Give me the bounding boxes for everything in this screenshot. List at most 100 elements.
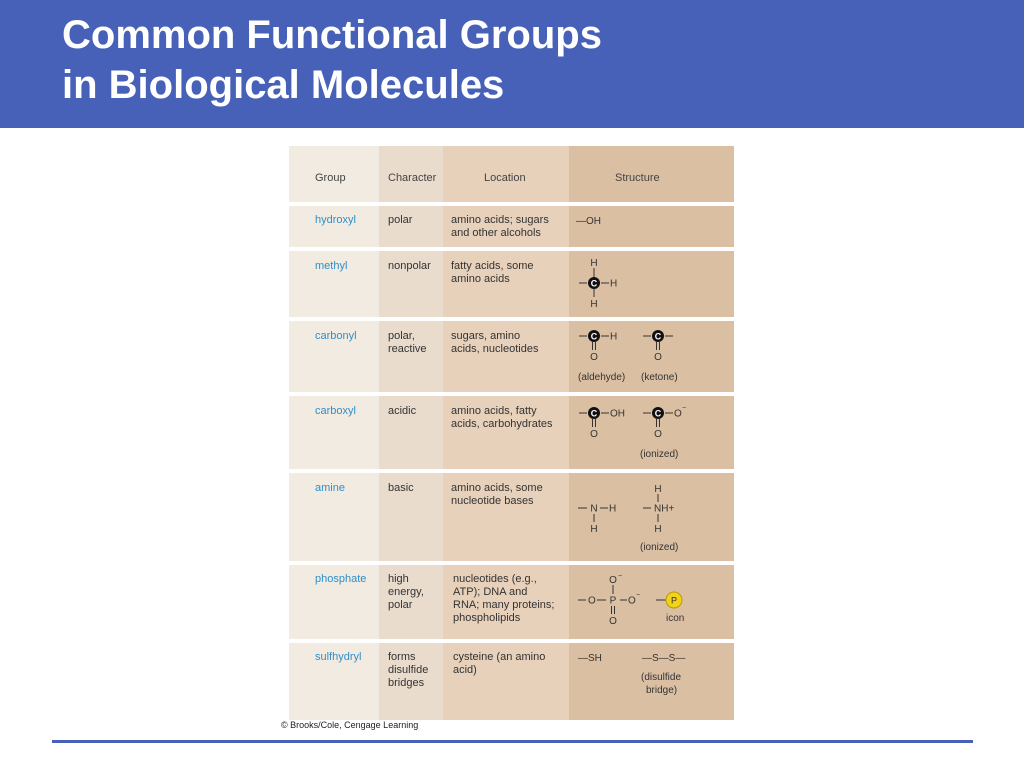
phosphate-structure: O − O P O − O (578, 573, 640, 627)
svg-text:C: C (591, 279, 598, 289)
header-group: Group (315, 172, 346, 184)
svg-text:C: C (655, 409, 662, 419)
location-methyl-line: fatty acids, some (451, 260, 534, 272)
image-credit: © Brooks/Cole, Cengage Learning (281, 720, 419, 730)
character-hydroxyl: polar (388, 214, 413, 226)
group-phosphate: phosphate (315, 573, 367, 585)
location-carbonyl-line: acids, nucleotides (451, 343, 539, 355)
aldehyde-structure: C H O (579, 330, 617, 363)
structure-diagrams: —OH H C H H C H O (aldehyde) (576, 216, 686, 696)
location-sulfhydryl-line: cysteine (an amino (453, 651, 546, 663)
character-carbonyl-line: polar, (388, 330, 415, 342)
location-phosphate-line: ATP); DNA and (453, 586, 528, 598)
svg-text:H: H (609, 504, 616, 515)
header-location: Location (484, 172, 526, 184)
character-phosphate-line: energy, (388, 586, 424, 598)
svg-text:H: H (610, 279, 617, 290)
character-methyl: nonpolar (388, 260, 431, 272)
svg-text:O: O (588, 596, 596, 607)
disulfide-caption-line: (disulfide (641, 672, 681, 683)
title-bar (0, 0, 1024, 128)
group-hydroxyl: hydroxyl (315, 214, 356, 226)
header-character: Character (388, 172, 437, 184)
row-divider (289, 317, 734, 321)
header-structure: Structure (615, 172, 660, 184)
sulfhydryl-structure: —SH (578, 653, 602, 664)
group-sulfhydryl: sulfhydryl (315, 651, 362, 663)
ketone-structure: C O (643, 330, 673, 363)
location-carbonyl-line: sugars, amino (451, 330, 521, 342)
svg-text:O: O (628, 596, 636, 607)
footer-rule (52, 740, 973, 743)
structure-column (569, 146, 734, 720)
carboxyl-ionized-caption: (ionized) (640, 449, 678, 460)
svg-text:NH+: NH+ (654, 504, 674, 515)
svg-text:H: H (654, 484, 661, 495)
svg-text:−: − (636, 592, 640, 599)
location-hydroxyl-line: amino acids; sugars (451, 214, 549, 226)
svg-text:O: O (674, 409, 682, 420)
amine-structure: N H H (578, 504, 616, 535)
location-methyl-line: amino acids (451, 273, 510, 285)
amine-ionized-caption: (ionized) (640, 542, 678, 553)
phosphate-icon-caption: icon (666, 613, 684, 624)
svg-text:O: O (590, 429, 598, 440)
location-phosphate-line: nucleotides (e.g., (453, 573, 537, 585)
character-sulfhydryl-line: forms (388, 651, 416, 663)
carboxyl-structure: C OH O (579, 407, 625, 440)
functional-groups-table: Group Character Location Structure hydro… (279, 139, 740, 725)
svg-text:−: − (682, 405, 686, 412)
phosphate-icon: P (656, 591, 683, 609)
location-hydroxyl-line: and other alcohols (451, 227, 541, 239)
group-methyl: methyl (315, 260, 348, 272)
character-sulfhydryl-line: disulfide (388, 664, 429, 676)
svg-text:C: C (591, 332, 598, 342)
location-phosphate-line: phospholipids (453, 612, 521, 624)
svg-text:N: N (590, 504, 597, 515)
svg-text:O: O (654, 352, 662, 363)
disulfide-structure: —S—S— (642, 653, 685, 664)
hydroxyl-structure: —OH (576, 216, 601, 227)
group-carbonyl: carbonyl (315, 330, 357, 342)
svg-text:−: − (618, 573, 622, 580)
location-amine-line: amino acids, some (451, 482, 543, 494)
row-divider (289, 392, 734, 396)
group-column (289, 146, 379, 720)
disulfide-caption-line: bridge) (646, 685, 677, 696)
location-amine-line: nucleotide bases (451, 495, 534, 507)
row-divider (289, 202, 734, 206)
row-divider (289, 469, 734, 473)
character-sulfhydryl-line: bridges (388, 677, 425, 689)
carboxyl-ionized-structure: C O − O (643, 405, 686, 440)
svg-text:C: C (655, 332, 662, 342)
svg-text:H: H (654, 524, 661, 535)
location-carboxyl-line: amino acids, fatty (451, 405, 537, 417)
character-carboxyl: acidic (388, 405, 417, 417)
svg-text:H: H (590, 299, 597, 310)
svg-text:H: H (590, 524, 597, 535)
character-phosphate-line: polar (388, 599, 413, 611)
svg-text:O: O (590, 352, 598, 363)
svg-text:P: P (671, 596, 677, 606)
location-sulfhydryl-line: acid) (453, 664, 477, 676)
svg-text:H: H (610, 332, 617, 343)
slide-title-line-1: Common Functional Groups (62, 13, 602, 57)
character-column (379, 146, 443, 720)
group-amine: amine (315, 482, 345, 494)
amine-ionized-structure: H NH+ H (643, 484, 674, 535)
location-phosphate-line: RNA; many proteins; (453, 599, 555, 611)
methyl-structure: H C H H (579, 258, 617, 310)
svg-text:H: H (590, 258, 597, 269)
svg-text:O: O (654, 429, 662, 440)
group-carboxyl: carboxyl (315, 405, 356, 417)
row-divider (289, 247, 734, 251)
slide-title: Common Functional Groups in Biological M… (62, 10, 602, 110)
row-divider (289, 639, 734, 643)
location-column (443, 146, 569, 720)
aldehyde-caption: (aldehyde) (578, 372, 625, 383)
character-phosphate-line: high (388, 573, 409, 585)
character-carbonyl-line: reactive (388, 343, 427, 355)
ketone-caption: (ketone) (641, 372, 678, 383)
svg-text:C: C (591, 409, 598, 419)
row-divider (289, 561, 734, 565)
